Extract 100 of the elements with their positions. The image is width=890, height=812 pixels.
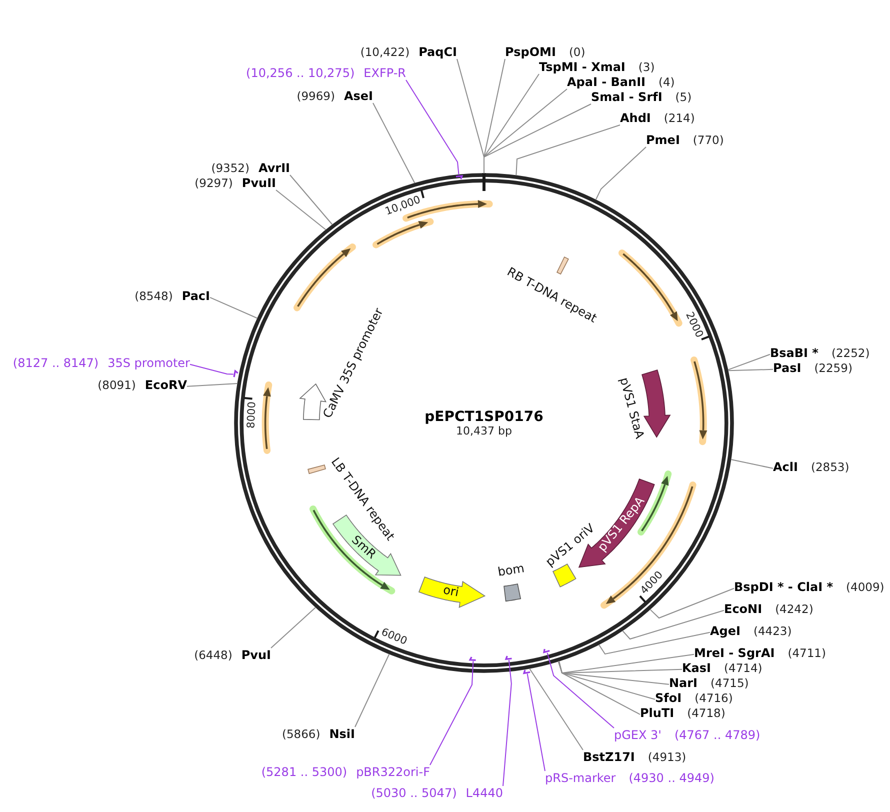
cut-position: (8548)	[134, 289, 173, 303]
enzyme-name: PvuII	[242, 176, 276, 190]
cut-position: (9297)	[194, 176, 233, 190]
feature-block	[502, 582, 522, 602]
cut-position: (5866)	[282, 727, 320, 741]
repeat-marker	[556, 256, 570, 276]
cut-position: (10,422)	[360, 45, 410, 59]
leader-line	[484, 104, 592, 174]
enzyme-name: SmaI - SrfI	[591, 90, 662, 104]
orf-arc	[308, 504, 396, 595]
enzyme-name: AclI	[773, 460, 798, 474]
enzyme-name: PasI	[773, 361, 802, 375]
leader-line	[558, 660, 640, 715]
enzyme-name: PacI	[182, 289, 210, 303]
leader-line	[276, 190, 326, 230]
enzyme-name: KasI	[682, 661, 712, 675]
cut-position: (4913)	[648, 750, 686, 764]
leader-line	[502, 660, 512, 786]
enzyme-name: AseI	[344, 89, 373, 103]
enzyme-name: BstZ17I	[583, 750, 635, 764]
enzyme-name: BsaBI *	[770, 346, 818, 360]
enzyme-name: AvrII	[258, 161, 290, 175]
leader-line	[727, 354, 770, 370]
cut-position: (8091)	[98, 378, 136, 392]
cut-position: (5)	[675, 90, 692, 104]
cut-position: (2259)	[814, 361, 852, 375]
enzyme-name: SfoI	[655, 691, 682, 705]
primer-marker	[523, 668, 532, 674]
leader-line	[516, 124, 620, 176]
primer-marker	[543, 648, 551, 654]
primer-position: (4767 .. 4789)	[674, 728, 760, 742]
primer-position: (10,256 .. 10,275)	[246, 66, 355, 80]
enzyme-name: EcoRV	[144, 378, 187, 392]
leader-line	[598, 632, 710, 655]
primer-marker	[454, 174, 463, 180]
plasmid-name: pEPCT1SP0176	[424, 410, 544, 424]
leader-line	[430, 660, 474, 766]
cut-position: (4711)	[788, 646, 826, 660]
cut-position: (4242)	[775, 602, 814, 616]
primer-name: EXFP-R	[364, 66, 406, 80]
primer-name: pGEX 3'	[614, 728, 662, 742]
feature-label: ori	[442, 584, 460, 598]
cut-position: (6448)	[194, 648, 232, 662]
primer-position: (8127 .. 8147)	[12, 356, 99, 370]
enzyme-name: PvuI	[241, 648, 271, 662]
cut-position: (3)	[638, 60, 655, 74]
leader-line	[270, 606, 316, 648]
enzyme-name: BspDI * - ClaI *	[734, 580, 834, 594]
enzyme-name: EcoNI	[724, 602, 762, 616]
primer-marker	[233, 370, 239, 379]
cut-position: (9969)	[296, 89, 335, 103]
enzyme-name: MreI - SgrAI	[694, 646, 775, 660]
enzyme-name: TspMI - XmaI	[539, 60, 626, 74]
cut-position: (4)	[658, 75, 675, 89]
cut-position: (2853)	[810, 460, 850, 474]
orf-arc	[372, 217, 434, 250]
leader-line	[622, 610, 724, 640]
cut-position: (0)	[568, 45, 586, 59]
scale-label: 8000	[246, 401, 258, 428]
primer-marker	[469, 656, 478, 661]
leader-line	[546, 652, 614, 728]
cut-position: (4009)	[846, 580, 884, 594]
orf-arc	[600, 480, 698, 609]
leader-line	[650, 588, 734, 619]
scale-label: 6000	[380, 626, 408, 647]
primer-position: (5030 .. 5047)	[371, 786, 457, 800]
leader-line	[728, 368, 774, 372]
cut-position: (4715)	[710, 676, 749, 690]
primer-name: pRS-marker	[545, 771, 616, 785]
cut-position: (4423)	[753, 624, 792, 638]
leader-line	[558, 660, 656, 700]
cut-position: (4714)	[724, 661, 762, 675]
leader-line	[190, 364, 234, 375]
plasmid-size: 10,437 bp	[456, 426, 512, 436]
cut-position: (4716)	[694, 691, 733, 705]
orf-arc	[618, 249, 683, 328]
leader-line	[186, 383, 238, 387]
primer-name: pBR322ori-F	[356, 765, 430, 779]
enzyme-name: AgeI	[710, 624, 740, 638]
leader-line	[406, 80, 460, 176]
enzyme-name: NsiI	[329, 727, 355, 741]
feature-label: bom	[496, 562, 525, 578]
primer-position: (4930 .. 4949)	[628, 771, 714, 785]
cut-position: (2252)	[831, 346, 870, 360]
leader-line	[529, 668, 584, 750]
cut-position: (9352)	[211, 161, 250, 175]
enzyme-name: AhdI	[620, 111, 651, 125]
enzyme-name: PaqCI	[418, 45, 457, 59]
scale-label: 2000	[684, 310, 705, 340]
feature-label: pVS1 StaA	[618, 376, 646, 440]
enzyme-name: PspOMI	[505, 45, 556, 59]
enzyme-name: NarI	[669, 676, 698, 690]
leader-line	[290, 174, 333, 226]
primer-name: 35S promoter	[108, 356, 190, 370]
cut-position: (214)	[664, 111, 695, 125]
primer-name: L4440	[466, 786, 503, 800]
enzyme-name: PluTI	[640, 706, 674, 720]
primer-position: (5281 .. 5300)	[261, 765, 348, 779]
cut-position: (770)	[692, 133, 724, 147]
leader-line	[210, 296, 258, 319]
